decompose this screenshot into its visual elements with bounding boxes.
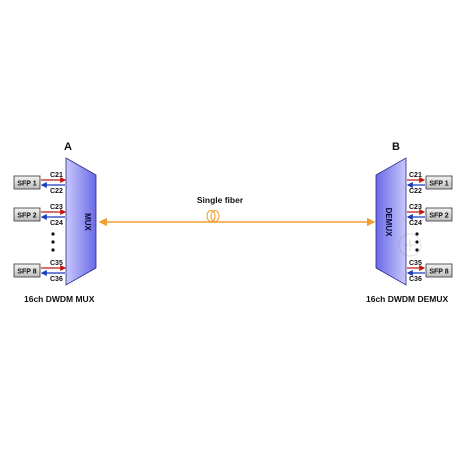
- site-a-ellipsis: [51, 232, 55, 252]
- channel-label: C21: [409, 172, 422, 179]
- site-a-label: A: [64, 141, 72, 153]
- sfp-label: SFP 1: [17, 181, 36, 188]
- site-a-port-2: SFP 2 C23 C24: [13, 204, 67, 227]
- demux-label: DEMUX: [384, 208, 393, 238]
- site-b-port-2: SFP 2 C23 C24: [406, 204, 453, 227]
- ellipsis-dot: [415, 248, 419, 252]
- sfp-module: [13, 175, 41, 190]
- fiber-coil-icon: [206, 209, 220, 223]
- ellipsis-dot: [415, 232, 419, 236]
- site-a: A MUX SFP 1 C21 C22 SFP 2 C23 C24: [13, 141, 97, 304]
- site-b-caption: 16ch DWDM DEMUX: [366, 294, 449, 304]
- sfp-label: SFP 8: [429, 269, 448, 276]
- channel-label: C24: [50, 220, 63, 227]
- ellipsis-dot: [51, 248, 55, 252]
- sfp-label: SFP 1: [429, 181, 448, 188]
- channel-label: C23: [50, 204, 63, 211]
- demux-device: [375, 157, 407, 286]
- sfp-module: [425, 175, 453, 190]
- channel-label: C21: [50, 172, 63, 179]
- ellipsis-dot: [415, 240, 419, 244]
- sfp-label: SFP 8: [17, 269, 36, 276]
- channel-label: C36: [409, 276, 422, 283]
- site-b-port-1: SFP 1 C21 C22: [406, 172, 453, 195]
- sfp-label: SFP 2: [17, 213, 36, 220]
- channel-label: C23: [409, 204, 422, 211]
- channel-label: C36: [50, 276, 63, 283]
- mux-device: [65, 157, 97, 286]
- channel-label: C24: [409, 220, 422, 227]
- site-a-port-8: SFP 8 C35 C36: [13, 260, 67, 283]
- sfp-module: [13, 207, 41, 222]
- watermark-logo: [398, 233, 422, 257]
- channel-label: C22: [50, 188, 63, 195]
- mux-label: MUX: [83, 213, 92, 231]
- fiber-label: Single fiber: [197, 195, 244, 205]
- site-b: B DEMUX SFP 1 C21 C22 SFP 2 C23 C24: [366, 141, 453, 304]
- site-a-caption: 16ch DWDM MUX: [24, 294, 95, 304]
- channel-label: C35: [409, 260, 422, 267]
- ellipsis-dot: [51, 240, 55, 244]
- site-a-port-1: SFP 1 C21 C22: [13, 172, 67, 195]
- sfp-module: [425, 263, 453, 278]
- site-b-ellipsis: [415, 232, 419, 252]
- sfp-label: SFP 2: [429, 213, 448, 220]
- channel-label: C35: [50, 260, 63, 267]
- sfp-module: [425, 207, 453, 222]
- sfp-module: [13, 263, 41, 278]
- site-b-label: B: [392, 141, 400, 153]
- ellipsis-dot: [51, 232, 55, 236]
- site-b-port-8: SFP 8 C35 C36: [406, 260, 453, 283]
- channel-label: C22: [409, 188, 422, 195]
- fiber-link: Single fiber: [98, 195, 376, 227]
